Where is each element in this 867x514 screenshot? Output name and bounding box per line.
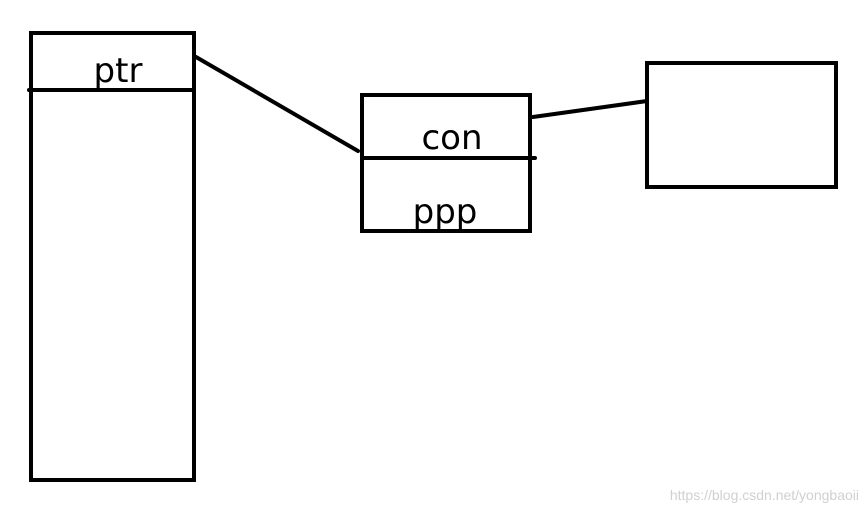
empty-node-box (645, 61, 838, 189)
ptr-to-con-connector (194, 55, 360, 153)
con-ppp-box (360, 93, 532, 233)
con-ppp-node: con ppp (360, 93, 537, 233)
watermark-text: https://blog.csdn.net/yongbaoii (670, 487, 859, 503)
con-label: con (421, 118, 482, 158)
con-to-empty-connector (531, 99, 649, 119)
ptr-box (29, 31, 196, 482)
ppp-label: ppp (413, 192, 478, 232)
ptr-node: ptr (27, 31, 196, 482)
ptr-label: ptr (94, 51, 143, 91)
